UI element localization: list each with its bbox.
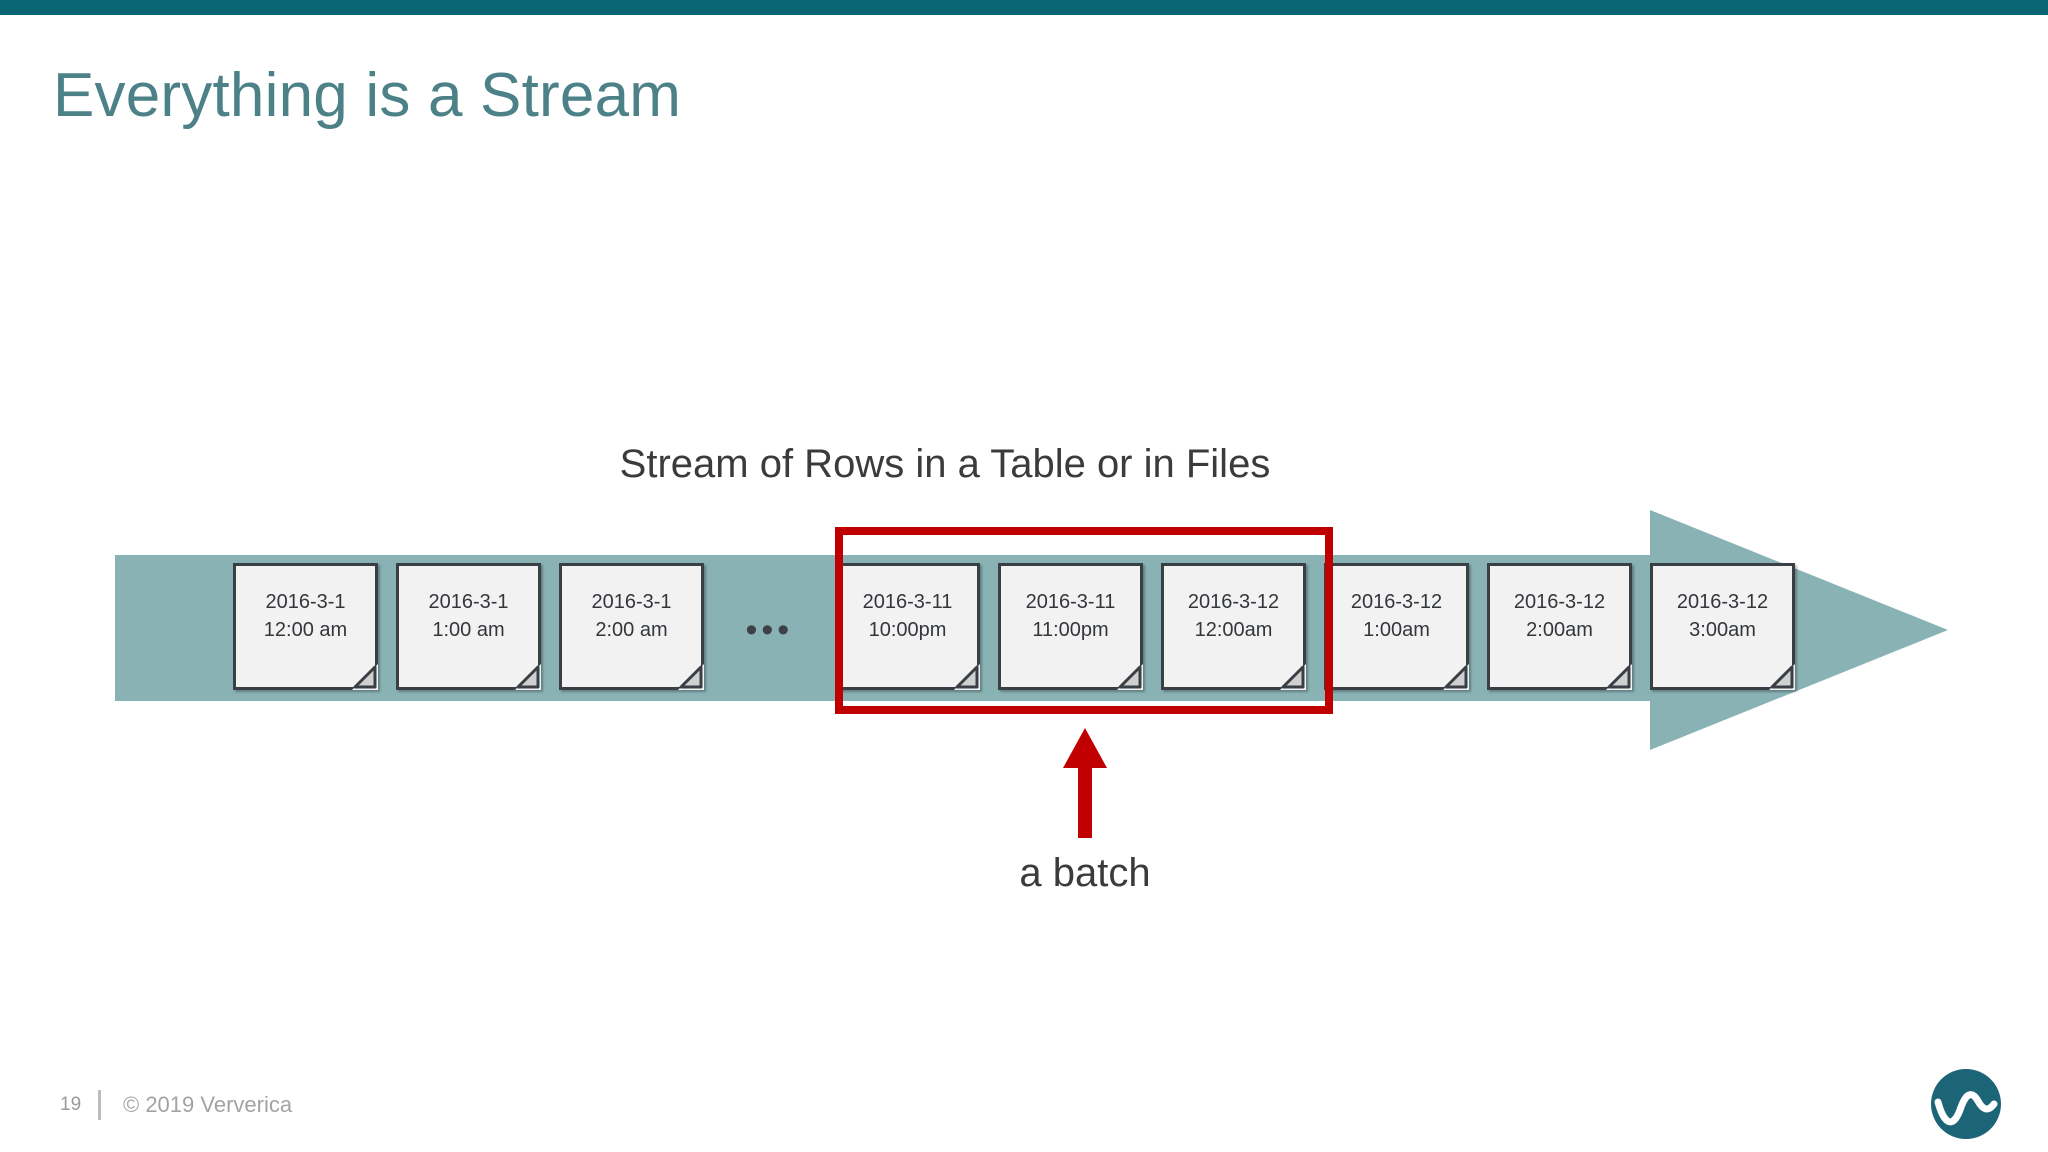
page-fold-icon [1769, 664, 1795, 690]
page-fold-icon [352, 664, 378, 690]
stream-record-date: 2016-3-12 [1187, 591, 1280, 613]
stream-record-card: 2016-3-12 3:00am [1650, 563, 1795, 690]
stream-record-card: 2016-3-1 2:00 am [559, 563, 704, 690]
stream-record-time: 3:00am [1689, 619, 1756, 641]
page-fold-icon [1606, 664, 1632, 690]
stream-ellipsis: ••• [745, 611, 794, 649]
batch-callout-arrow-icon [1055, 728, 1115, 838]
page-number: 19 [60, 1094, 82, 1115]
footer-divider [98, 1090, 101, 1120]
stream-record-card: 2016-3-1 12:00 am [233, 563, 378, 690]
top-accent-bar [0, 0, 2048, 15]
stream-record-card-text: 2016-3-12 2:00am [1490, 588, 1629, 644]
page-fold-icon [1117, 664, 1143, 690]
ververica-wave-logo-icon [1930, 1068, 2002, 1140]
diagram-caption: Stream of Rows in a Table or in Files [0, 440, 2048, 488]
stream-record-card: 2016-3-11 11:00pm [998, 563, 1143, 690]
stream-record-card: 2016-3-12 2:00am [1487, 563, 1632, 690]
stream-record-card: 2016-3-12 12:00am [1161, 563, 1306, 690]
stream-record-date: 2016-3-12 [1513, 591, 1606, 613]
stream-record-time: 12:00am [1194, 619, 1273, 641]
stream-record-card-text: 2016-3-1 1:00 am [399, 588, 538, 644]
page-fold-icon [515, 664, 541, 690]
stream-record-time: 1:00am [1363, 619, 1430, 641]
page-title: Everything is a Stream [53, 61, 682, 130]
page-fold-icon [1443, 664, 1469, 690]
stream-record-date: 2016-3-12 [1676, 591, 1769, 613]
stream-record-card-text: 2016-3-12 12:00am [1164, 588, 1303, 644]
page-fold-icon [954, 664, 980, 690]
stream-record-date: 2016-3-11 [862, 591, 953, 613]
stream-record-date: 2016-3-1 [428, 591, 509, 613]
diagram-caption-text: Stream of Rows in a Table or in Files [619, 442, 1271, 486]
stream-record-card-text: 2016-3-12 1:00am [1327, 588, 1466, 644]
stream-record-card: 2016-3-1 1:00 am [396, 563, 541, 690]
batch-label: a batch [1019, 851, 1151, 895]
stream-record-card-text: 2016-3-11 10:00pm [838, 588, 977, 644]
stream-record-time: 11:00pm [1032, 619, 1109, 641]
batch-highlight-box [835, 527, 1333, 714]
stream-record-time: 1:00 am [432, 619, 505, 641]
stream-record-card-text: 2016-3-12 3:00am [1653, 588, 1792, 644]
stream-record-date: 2016-3-11 [1025, 591, 1116, 613]
stream-record-card-text: 2016-3-11 11:00pm [1001, 588, 1140, 644]
stream-record-date: 2016-3-12 [1350, 591, 1443, 613]
stream-record-card: 2016-3-11 10:00pm [835, 563, 980, 690]
stream-record-date: 2016-3-1 [265, 591, 346, 613]
stream-record-date: 2016-3-1 [591, 591, 672, 613]
stream-record-time: 10:00pm [868, 619, 947, 641]
page-fold-icon [678, 664, 704, 690]
stream-record-card-text: 2016-3-1 12:00 am [236, 588, 375, 644]
stream-record-time: 2:00 am [595, 619, 668, 641]
stream-record-time: 12:00 am [263, 619, 348, 641]
stream-record-card: 2016-3-12 1:00am [1324, 563, 1469, 690]
page-fold-icon [1280, 664, 1306, 690]
stream-record-time: 2:00am [1526, 619, 1593, 641]
slide-footer: 19 © 2019 Ververica [60, 1088, 292, 1122]
copyright-text: © 2019 Ververica [123, 1092, 293, 1117]
stream-record-card-text: 2016-3-1 2:00 am [562, 588, 701, 644]
